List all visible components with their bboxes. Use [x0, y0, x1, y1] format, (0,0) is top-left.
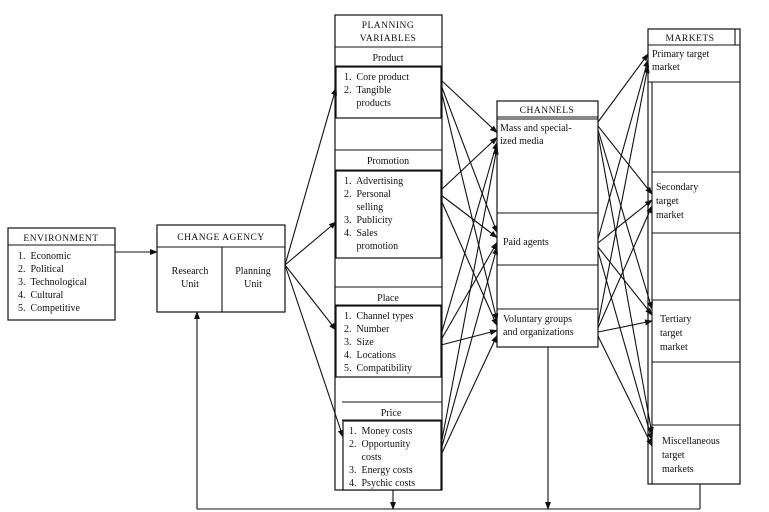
market-primary: market — [652, 62, 680, 73]
arrow-variable-to-channel — [440, 241, 498, 341]
arrow-variable-to-channel — [440, 84, 498, 234]
channel-mass-media: Mass and special- — [500, 123, 572, 134]
market-primary: Primary target — [652, 49, 710, 60]
price-label: Price — [381, 408, 402, 419]
arrow-variable-to-channel — [440, 329, 498, 346]
market-secondary: Secondary — [656, 182, 698, 193]
arrow-agency-to-variable — [284, 221, 337, 266]
markets-title: MARKETS — [666, 34, 715, 44]
product-label: Product — [372, 53, 403, 64]
arrow-variable-to-channel — [440, 141, 498, 336]
environment-item: 3. Technological — [18, 277, 87, 288]
arrow-variable-to-channel — [440, 194, 498, 239]
place-item: 4. Locations — [344, 350, 396, 361]
price-item: 3. Energy costs — [349, 465, 413, 476]
change-agency-box: CHANGE AGENCY Research Unit Planning Uni… — [156, 224, 286, 313]
market-tertiary: Tertiary — [660, 314, 692, 325]
arrow-channel-to-market — [597, 133, 654, 435]
environment-item: 2. Political — [18, 264, 64, 275]
product-item: products — [344, 98, 391, 109]
arrow-variable-to-channel — [440, 136, 498, 191]
environment-item: 4. Cultural — [18, 290, 63, 301]
channel-paid-agents: Paid agents — [503, 237, 549, 248]
price-item: 1. Money costs — [349, 426, 412, 437]
channels-column: CHANNELS Mass and special- ized media Pa… — [496, 100, 599, 348]
arrow-variable-to-channel — [440, 146, 499, 446]
change-agency-title: CHANGE AGENCY — [177, 233, 265, 243]
markets-column: MARKETS Primary target market Secondary … — [647, 28, 741, 485]
market-tertiary: target — [660, 328, 683, 339]
research-unit-label: Research — [172, 266, 209, 277]
flow-arrows — [284, 53, 654, 456]
environment-item: 1. Economic — [18, 251, 72, 262]
arrow-channel-to-market — [597, 53, 649, 123]
arrow-variable-to-channel — [440, 246, 499, 451]
price-item: 4. Psychic costs — [349, 478, 415, 489]
arrow-variable-to-channel — [440, 79, 498, 134]
arrow-channel-to-market — [597, 125, 653, 195]
place-label: Place — [377, 293, 399, 304]
promotion-item: 2. Personal — [344, 189, 391, 200]
planning-unit-label: Unit — [244, 279, 262, 290]
place-item: 5. Compatibility — [344, 363, 412, 374]
arrow-variable-to-channel — [440, 334, 498, 456]
arrow-agency-to-variable — [284, 264, 344, 438]
planning-variables-title: PLANNING — [362, 21, 415, 31]
promotion-label: Promotion — [367, 156, 409, 167]
promotion-item: promotion — [344, 241, 398, 252]
market-secondary: market — [656, 210, 684, 221]
promotion-item: 3. Publicity — [344, 215, 393, 226]
arrow-channel-to-market — [597, 319, 653, 333]
place-item: 3. Size — [344, 337, 374, 348]
environment-item: 5. Competitive — [18, 303, 81, 314]
promotion-item: selling — [344, 202, 383, 213]
arrow-channel-to-market — [597, 199, 653, 244]
arrow-channel-to-market — [597, 59, 650, 240]
arrow-agency-to-variable — [284, 87, 337, 266]
research-unit-label: Unit — [181, 279, 199, 290]
arrow-variable-to-channel — [440, 199, 498, 327]
promotion-item: 4. Sales — [344, 228, 378, 239]
channel-voluntary-groups: Voluntary groups — [503, 314, 572, 325]
arrow-channel-to-market — [597, 335, 653, 447]
market-miscellaneous: markets — [662, 464, 694, 475]
environment-box: ENVIRONMENT 1. Economic 2. Political 3. … — [7, 227, 116, 321]
planning-unit-label: Planning — [235, 266, 271, 277]
product-item: 2. Tangible — [344, 85, 392, 96]
planning-variables-column: PLANNING VARIABLES Product 1. Core produ… — [334, 14, 443, 491]
channels-title: CHANNELS — [520, 106, 575, 116]
arrow-channel-to-market — [597, 129, 653, 310]
market-miscellaneous: target — [662, 450, 685, 461]
arrow-channel-to-market — [597, 250, 653, 441]
arrow-channel-to-market — [597, 246, 653, 316]
arrow-channel-to-market — [597, 205, 653, 329]
arrow-channel-to-market — [597, 65, 650, 325]
market-secondary: target — [656, 196, 679, 207]
product-item: 1. Core product — [344, 72, 409, 83]
channel-voluntary-groups: and organizations — [503, 327, 574, 338]
feedback-loop — [194, 311, 701, 510]
price-item: costs — [349, 452, 382, 463]
price-item: 2. Opportunity — [349, 439, 410, 450]
arrow-agency-to-variable — [284, 264, 337, 331]
promotion-item: 1. Advertising — [344, 176, 403, 187]
channel-mass-media: ized media — [500, 136, 544, 147]
market-tertiary: market — [660, 342, 688, 353]
environment-title: ENVIRONMENT — [23, 234, 98, 244]
place-item: 1. Channel types — [344, 311, 414, 322]
place-item: 2. Number — [344, 324, 390, 335]
market-miscellaneous: Miscellaneous — [662, 436, 720, 447]
planning-variables-title: VARIABLES — [360, 34, 417, 44]
